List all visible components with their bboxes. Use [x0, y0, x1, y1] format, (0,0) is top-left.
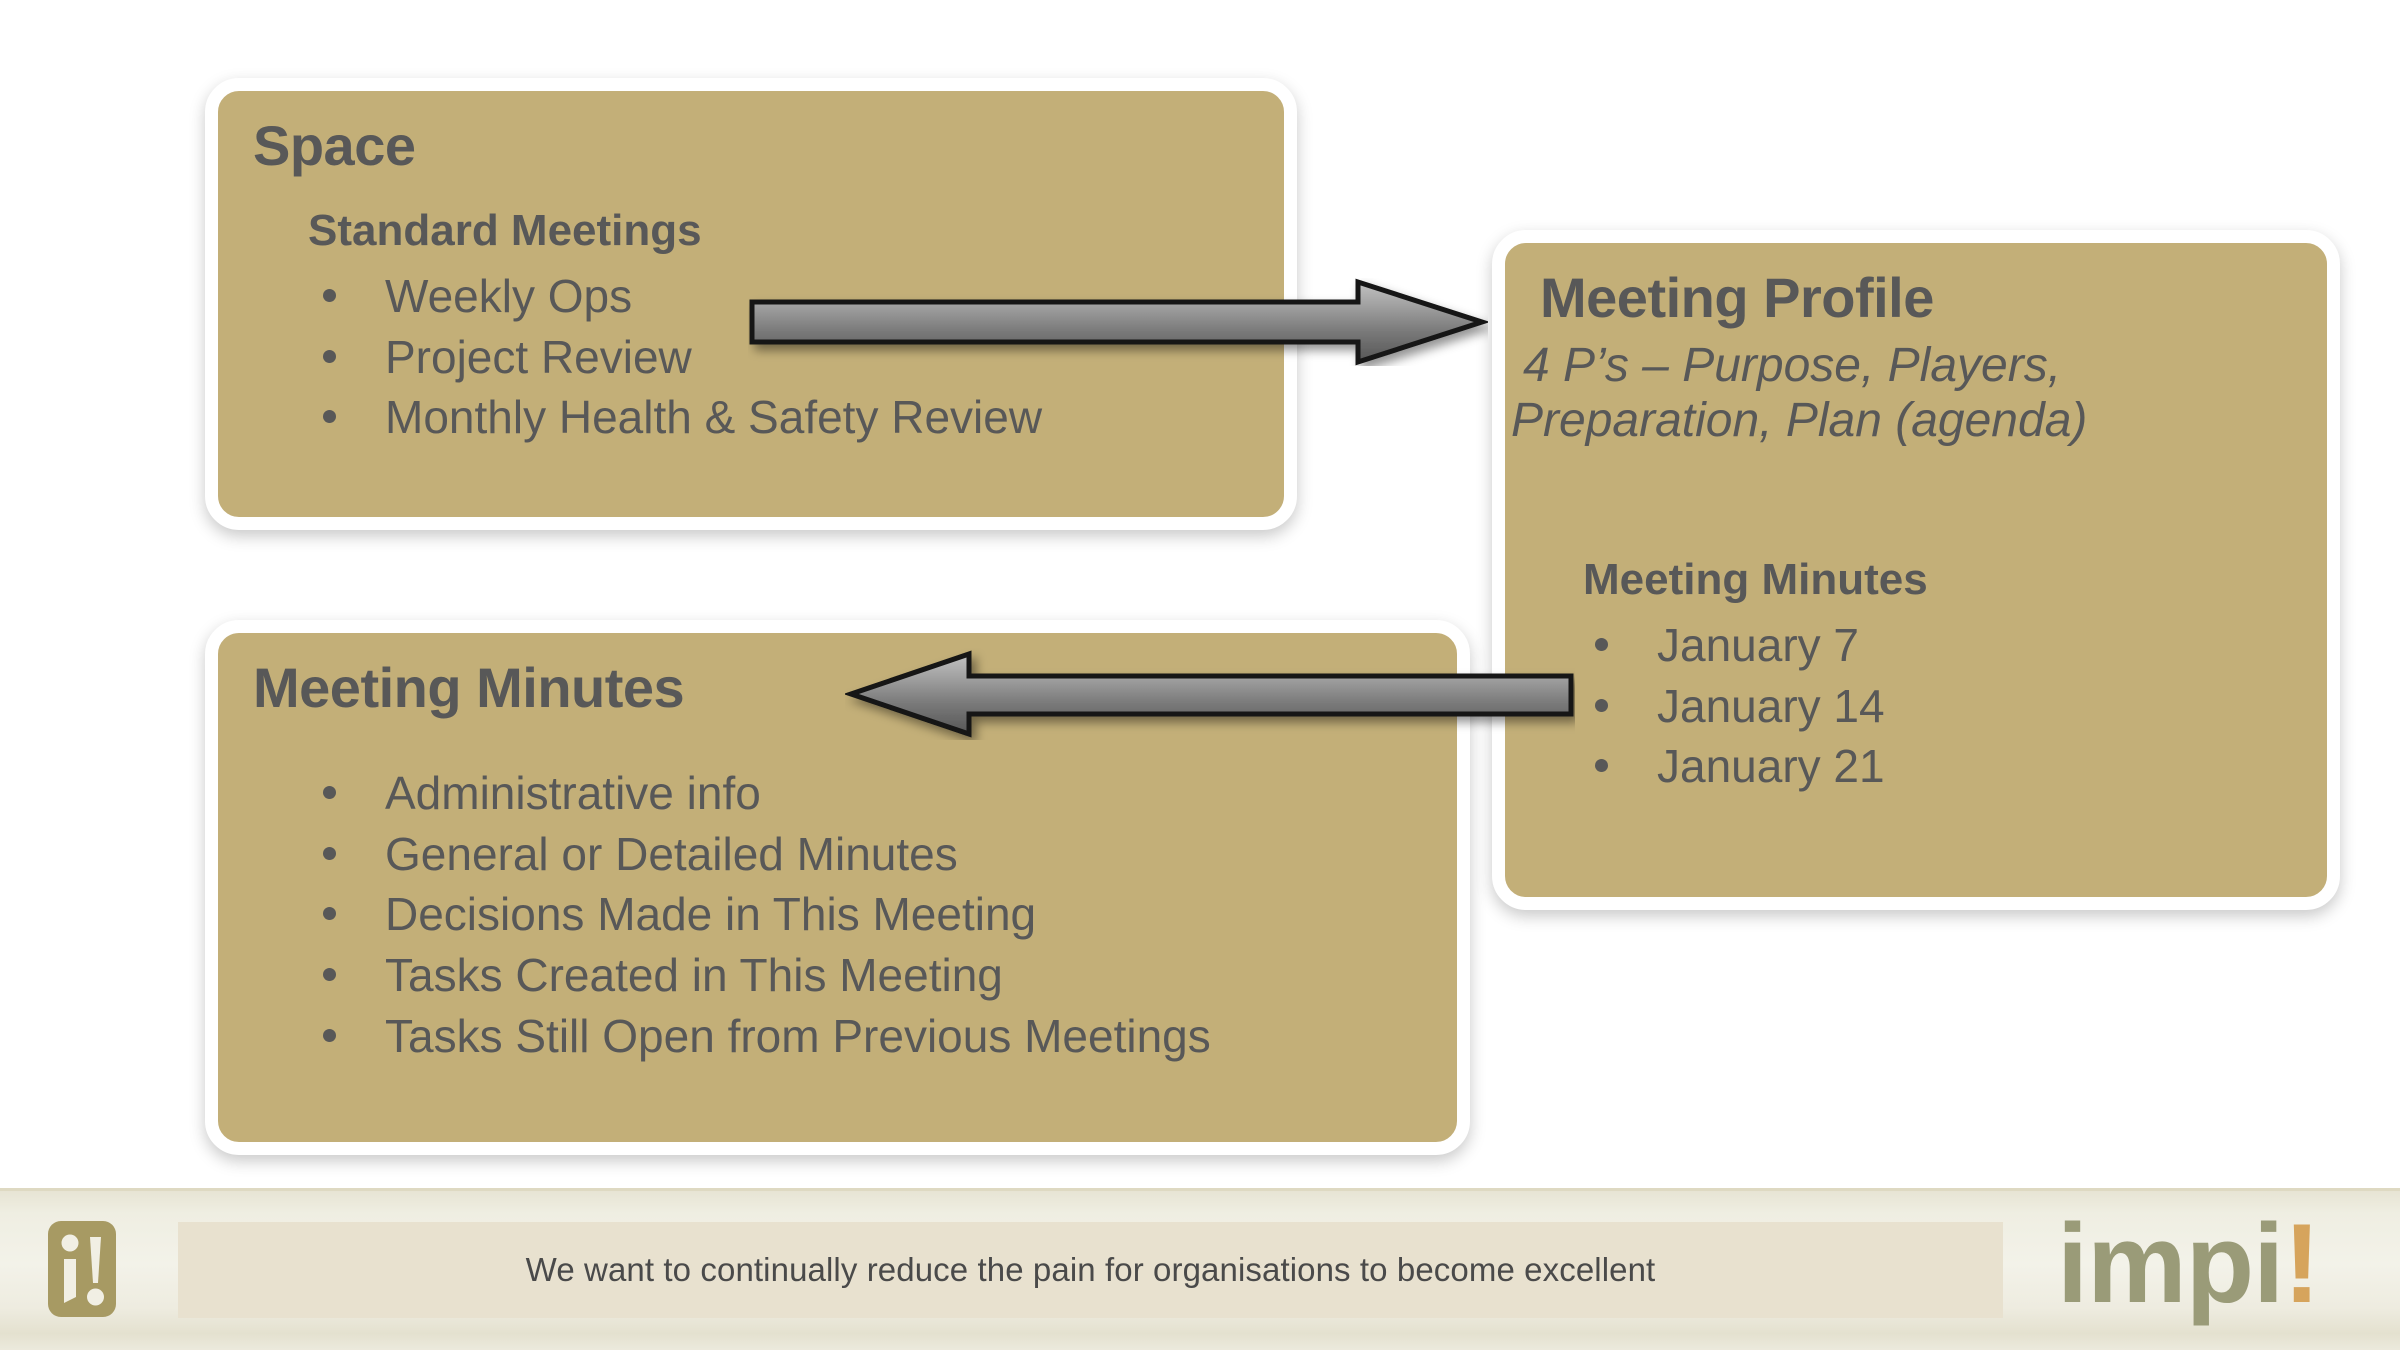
card-meeting-profile-title: Meeting Profile: [1540, 266, 1934, 329]
bullet-dot-icon: [323, 907, 336, 921]
meeting-minutes-bullet-list: Administrative info General or Detailed …: [313, 763, 1211, 1067]
list-item: Tasks Still Open from Previous Meetings: [313, 1006, 1211, 1067]
bullet-dot-icon: [323, 349, 336, 363]
list-item: January 7: [1585, 615, 1885, 676]
card-space-content: Space Standard Meetings Weekly Ops Proje…: [218, 91, 1284, 517]
list-item-label: Weekly Ops: [385, 270, 633, 322]
card-meeting-minutes-content: Meeting Minutes Administrative info Gene…: [218, 633, 1457, 1142]
impi-wordmark: impi!: [2057, 1208, 2321, 1320]
list-item: Administrative info: [313, 763, 1211, 824]
card-space-bullet-list: Weekly Ops Project Review Monthly Health…: [313, 266, 1042, 448]
card-meeting-minutes[interactable]: Meeting Minutes Administrative info Gene…: [205, 620, 1470, 1155]
card-meeting-minutes-title: Meeting Minutes: [253, 656, 685, 719]
bullet-dot-icon: [323, 846, 336, 860]
list-item-label: Monthly Health & Safety Review: [385, 391, 1043, 444]
left-arrow-icon: [843, 648, 1575, 740]
list-item-label: January 7: [1657, 619, 1860, 671]
card-space-subtitle: Standard Meetings: [308, 206, 702, 255]
meeting-profile-detail-line-2: Preparation, Plan (agenda): [1511, 394, 2088, 447]
bullet-dot-icon: [323, 289, 336, 302]
card-meeting-profile[interactable]: Meeting Profile 4 P’s – Purpose, Players…: [1492, 230, 2340, 910]
list-item: General or Detailed Minutes: [313, 824, 1211, 885]
list-item-label: Decisions Made in This Meeting: [385, 888, 1037, 941]
impi-wordmark-bang: !: [2283, 1201, 2320, 1326]
list-item: Tasks Created in This Meeting: [313, 945, 1211, 1006]
impi-wordmark-text: impi: [2057, 1201, 2284, 1326]
bullet-dot-icon: [323, 968, 336, 982]
bullet-dot-icon: [1595, 638, 1608, 651]
bullet-dot-icon: [323, 410, 336, 424]
meeting-profile-detail-line-1: 4 P’s – Purpose, Players,: [1523, 339, 2062, 392]
right-arrow-icon: [748, 278, 1491, 366]
list-item-label: Administrative info: [385, 767, 761, 819]
impi-mark-icon: [48, 1221, 116, 1317]
list-item: Monthly Health & Safety Review: [313, 387, 1042, 448]
bullet-dot-icon: [1595, 698, 1608, 712]
tagline-bar: [178, 1222, 2003, 1318]
list-item-label: Tasks Still Open from Previous Meetings: [385, 1009, 1211, 1062]
list-item: January 21: [1585, 736, 1885, 797]
footer-tagline: We want to continually reduce the pain f…: [525, 1251, 1656, 1288]
card-space-title: Space: [253, 114, 416, 177]
list-item: Project Review: [313, 327, 1042, 388]
meeting-profile-bullet-list: January 7 January 14 January 21: [1585, 615, 1885, 797]
list-item-label: January 21: [1657, 740, 1885, 793]
bullet-dot-icon: [323, 786, 336, 799]
list-item-label: General or Detailed Minutes: [385, 827, 958, 880]
bullet-dot-icon: [323, 1028, 336, 1042]
list-item: Weekly Ops: [313, 266, 1042, 327]
list-item-label: Tasks Created in This Meeting: [385, 949, 1003, 1002]
list-item: Decisions Made in This Meeting: [313, 884, 1211, 945]
bullet-dot-icon: [1595, 759, 1608, 773]
card-meeting-profile-content: Meeting Profile 4 P’s – Purpose, Players…: [1505, 243, 2327, 897]
list-item-label: Project Review: [385, 330, 692, 383]
list-item: January 14: [1585, 676, 1885, 737]
list-item-label: January 14: [1657, 679, 1885, 732]
card-meeting-profile-subtitle: Meeting Minutes: [1583, 555, 1928, 604]
